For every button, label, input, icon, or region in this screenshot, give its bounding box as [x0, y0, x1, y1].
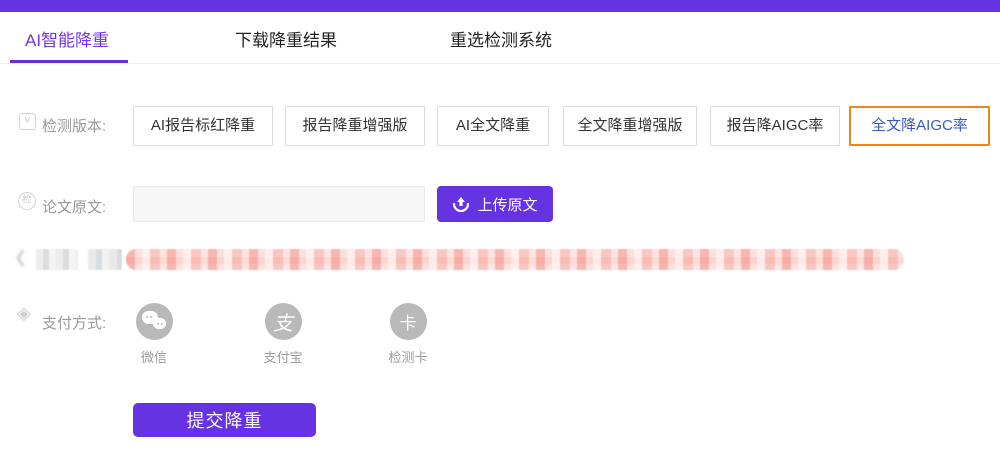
tab-divider	[0, 63, 1000, 64]
payment-option-label: 微信	[140, 350, 167, 365]
version-option-ai-fulltext[interactable]: AI全文降重	[437, 106, 549, 146]
version-option-report-aigc[interactable]: 报告降AIGC率	[710, 106, 840, 146]
redacted-label-block	[88, 249, 122, 270]
payment-option-detect-card[interactable]: 卡 检测卡	[380, 303, 436, 366]
submit-rewrite-button[interactable]: 提交降重	[133, 403, 316, 437]
version-option-ai-report-redmark[interactable]: AI报告标红降重	[133, 106, 273, 146]
tab-ai-smart-rewrite[interactable]: AI智能降重	[25, 31, 110, 50]
tab-download-results[interactable]: 下载降重结果	[235, 31, 337, 50]
wechat-icon	[135, 303, 173, 340]
version-checkbox-icon: ˅	[19, 113, 36, 130]
version-option-report-enhanced[interactable]: 报告降重增强版	[285, 106, 425, 146]
payment-gem-icon: ◈	[17, 303, 31, 323]
upload-paper-button[interactable]: 上传原文	[437, 186, 553, 222]
payment-option-label: 支付宝	[263, 350, 303, 365]
paper-circle-icon: 检	[18, 192, 36, 210]
paper-filename-input[interactable]	[133, 186, 425, 222]
payment-label: 支付方式:	[42, 315, 107, 332]
detect-card-icon: 卡	[389, 303, 427, 340]
payment-option-alipay[interactable]: 支 支付宝	[255, 303, 311, 366]
payment-option-wechat[interactable]: 微信	[126, 303, 182, 366]
active-tab-underline	[10, 60, 128, 64]
version-label: 检测版本:	[42, 118, 107, 135]
alipay-icon: 支	[264, 303, 302, 340]
upload-icon	[452, 196, 470, 212]
redacted-label-block	[36, 249, 78, 270]
payment-option-label: 检测卡	[388, 350, 428, 365]
tab-reselect-detection-system[interactable]: 重选检测系统	[450, 31, 552, 50]
redacted-row-icon: ❮	[14, 249, 28, 266]
upload-button-label: 上传原文	[477, 196, 538, 214]
version-option-fulltext-aigc[interactable]: 全文降AIGC率	[849, 106, 990, 146]
top-accent-bar	[0, 0, 1000, 12]
version-option-fulltext-enhanced[interactable]: 全文降重增强版	[563, 106, 697, 146]
paper-label: 论文原文:	[42, 199, 107, 216]
redacted-notice-text	[126, 249, 904, 270]
